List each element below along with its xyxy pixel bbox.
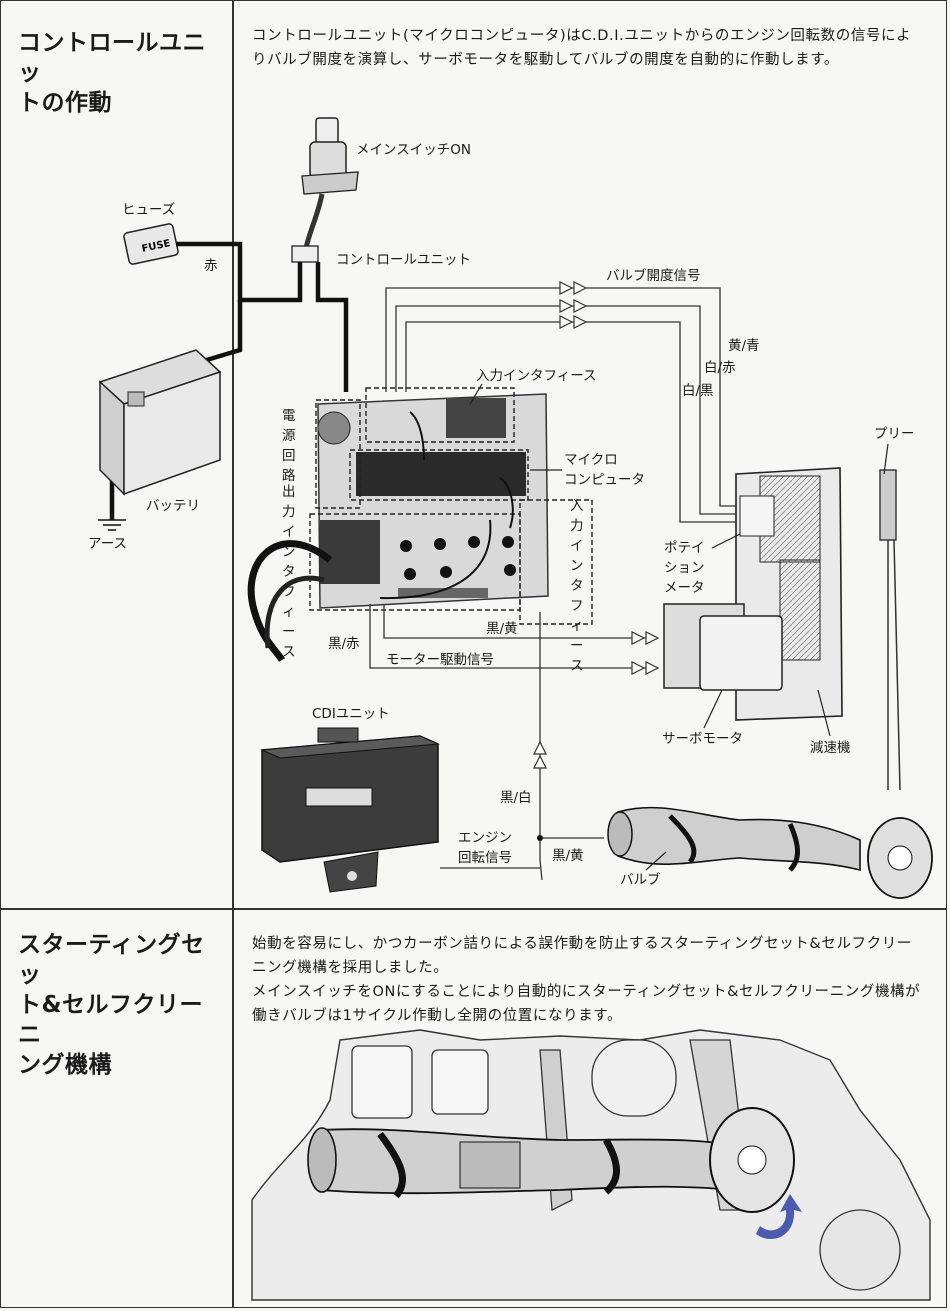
ground-label: アース (88, 536, 127, 552)
potentiometer-label-1: ポテイ (664, 540, 705, 556)
main-switch-icon (291, 117, 359, 263)
microcomputer-label-1: マイクロ (564, 452, 618, 468)
cdi-unit-icon (260, 727, 440, 893)
rotation-arrow-icon (756, 1194, 802, 1240)
section1-heading: コントロールユニッ トの作動 (18, 30, 206, 116)
microcomputer-label-2: コンピュータ (564, 472, 645, 488)
black-yellow-2-label: 黒/黄 (552, 848, 584, 864)
main-switch-label: メインスイッチON (356, 142, 471, 158)
valve-signal-label: バルブ開度信号 (606, 267, 701, 284)
servo-assembly (663, 467, 901, 791)
section1-body: コントロールユニット(マイクロコンピュータ)はC.D.I.ユニットからのエンジン… (252, 28, 912, 68)
section-divider (0, 908, 947, 910)
valve-signal-wires (385, 287, 740, 523)
power-circuit-label: 電源回路 (282, 408, 296, 484)
battery-icon (98, 349, 222, 496)
ground-icon (98, 519, 126, 531)
black-red-label: 黒/赤 (328, 636, 360, 652)
valve-label: バルブ (620, 871, 661, 888)
servo-motor-label: サーボモータ (662, 731, 743, 747)
engine-illustration (251, 1029, 931, 1301)
valve-icon (607, 806, 933, 899)
engine-signal-label-1: エンジン (458, 830, 512, 846)
potentiometer-label-2: ション (664, 560, 705, 576)
section2-body: 始動を容易にし、かつカーボン詰りによる誤作動を防止するスターティングセット&セル… (252, 936, 921, 1024)
input-interface-label: 入力インタフィース (476, 368, 597, 384)
fuse-label: ヒューズ (122, 202, 175, 218)
control-board (317, 393, 549, 609)
red-wire-label: 赤 (204, 258, 218, 274)
board-flow-arrows (379, 411, 514, 600)
signal-arrows (559, 281, 588, 329)
black-white-label: 黒/白 (500, 790, 532, 806)
yellow-blue-label: 黄/青 (728, 338, 760, 354)
battery-label: バッテリ (146, 498, 200, 514)
input-interface-2-label: 入力インタフィース (570, 498, 584, 674)
engine-signal-label-2: 回転信号 (458, 850, 512, 866)
motor-drive-wires (369, 604, 656, 881)
pulley-label: プリー (874, 426, 915, 442)
black-yellow-label: 黒/黄 (486, 621, 518, 637)
section2-heading: スターティングセッ ト&セルフクリーニ ング機構 (18, 932, 205, 1078)
cdi-unit-label: CDIユニット (312, 706, 390, 722)
output-interface-label: 出力インタフィース (282, 484, 296, 660)
control-unit-label: コントロールユニット (336, 252, 471, 268)
reducer-label: 減速機 (810, 739, 851, 756)
white-black-label: 白/黒 (682, 383, 714, 399)
motor-arrows (533, 631, 660, 769)
cable-bundle (247, 540, 333, 662)
column-divider (232, 0, 234, 1308)
dashed-regions (309, 387, 593, 625)
potentiometer-label-3: メータ (664, 580, 705, 596)
fuse-icon: FUSE (123, 223, 179, 265)
white-red-label: 白/赤 (704, 360, 736, 376)
motor-signal-label: モーター駆動信号 (386, 652, 494, 668)
